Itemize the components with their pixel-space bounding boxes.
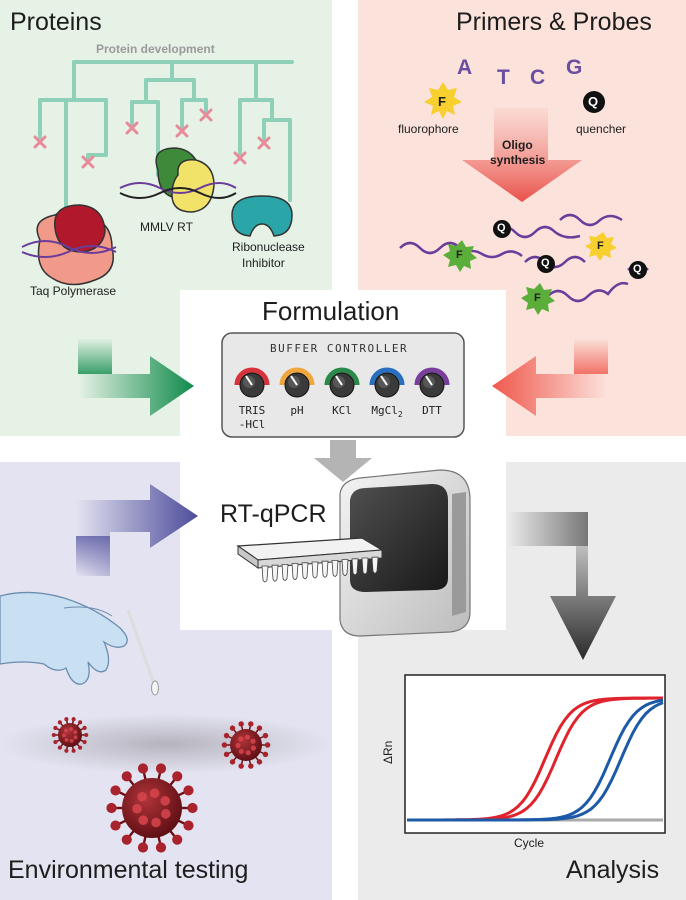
knob-group — [234, 367, 450, 398]
strand-fluor-letter-3: F — [597, 240, 604, 252]
protein-tree — [38, 60, 294, 250]
knob-1[interactable] — [279, 367, 315, 398]
base-g: G — [566, 56, 583, 79]
well-4 — [301, 562, 309, 580]
chart-ylabel: ΔRn — [381, 740, 395, 764]
strand-fluor-letter-2: F — [534, 292, 541, 304]
well-2 — [281, 564, 289, 581]
strand-fluorophores — [443, 232, 617, 315]
mmlv-rt-illustration — [119, 147, 237, 213]
virus-large — [106, 763, 198, 853]
ribonuclease-inhibitor-illustration — [231, 195, 293, 237]
base-c: C — [530, 66, 546, 89]
amplification-curves — [407, 696, 664, 822]
red-arrow — [492, 338, 608, 416]
gloved-hand — [0, 591, 128, 685]
base-t: T — [497, 66, 510, 89]
mmlv-rt-label: MMLV RT — [140, 220, 193, 234]
fluorophore-icon — [424, 82, 462, 119]
well-0 — [261, 565, 269, 583]
analysis-title: Analysis — [566, 856, 660, 884]
virus-small — [51, 717, 89, 753]
surface-shadow — [0, 714, 332, 774]
dead-end-marks — [33, 108, 271, 169]
knob-4[interactable] — [414, 367, 450, 398]
quencher-icon — [583, 91, 605, 113]
taq-polymerase-label: Taq Polymerase — [30, 284, 117, 298]
knob-label-4: DTT — [422, 404, 442, 417]
green-arrow — [78, 338, 194, 416]
dark-arrow — [508, 512, 616, 660]
strand-fluor-letter-1: F — [456, 249, 463, 261]
oligo-synthesis-arrow — [462, 108, 582, 202]
purple-arrow — [76, 484, 198, 576]
swab — [126, 609, 159, 696]
strand-quencher-letter-1: Q — [497, 222, 506, 234]
knob-label-line2-0: -HCl — [238, 418, 266, 431]
virus-group — [51, 717, 271, 853]
knob-label-subscript-3: 2 — [397, 410, 403, 420]
well-6 — [321, 560, 329, 578]
protein-development-label: Protein development — [96, 42, 215, 56]
fluorophore-icon-letter: F — [438, 94, 446, 109]
strand-quenchers — [493, 220, 647, 279]
well-7 — [331, 560, 339, 577]
quencher-icon-letter: Q — [588, 94, 599, 109]
fluorophore-label: fluorophore — [398, 122, 459, 136]
primers-title: Primers & Probes — [456, 8, 652, 36]
strand-quencher-letter-3: Q — [633, 263, 642, 275]
knob-2[interactable] — [324, 367, 360, 398]
knob-label-0: TRIS — [238, 404, 266, 417]
well-3 — [291, 563, 299, 580]
knob-0[interactable] — [234, 367, 270, 398]
base-a: A — [457, 56, 473, 79]
knob-label-2: KCl — [332, 404, 352, 417]
pcr-plate — [236, 537, 384, 569]
quencher-label: quencher — [576, 122, 627, 136]
well-11 — [371, 556, 379, 574]
knob-3[interactable] — [369, 367, 405, 398]
oligo-arrow-label-line1: Oligo — [502, 138, 533, 152]
ribonuclease-label-line2: Inhibitor — [242, 256, 285, 270]
knob-label-1: pH — [290, 404, 304, 417]
curve-blue-2 — [407, 701, 664, 822]
qpcr-title: RT-qPCR — [220, 500, 327, 528]
virus-medium — [221, 721, 271, 769]
knob-label-3: MgCl2 — [371, 404, 403, 420]
well-8 — [341, 559, 349, 576]
proteins-title: Proteins — [10, 8, 102, 36]
oligo-arrow-label-line2: synthesis — [490, 153, 546, 167]
well-5 — [311, 561, 319, 579]
well-10 — [361, 557, 369, 575]
formulation-to-qpcr-arrow — [314, 440, 372, 482]
formulation-title: Formulation — [262, 296, 400, 326]
oligo-strands — [399, 213, 649, 303]
pcr-plate-wells — [261, 556, 379, 583]
taq-polymerase-illustration — [21, 204, 117, 286]
well-9 — [351, 558, 359, 576]
ribonuclease-label-line1: Ribonuclease — [232, 240, 305, 254]
well-1 — [271, 564, 279, 582]
environmental-title: Environmental testing — [8, 856, 249, 884]
strand-quencher-letter-2: Q — [541, 257, 550, 269]
buffer-controller-title: BUFFER CONTROLLER — [270, 342, 409, 355]
chart-xlabel: Cycle — [514, 836, 545, 850]
